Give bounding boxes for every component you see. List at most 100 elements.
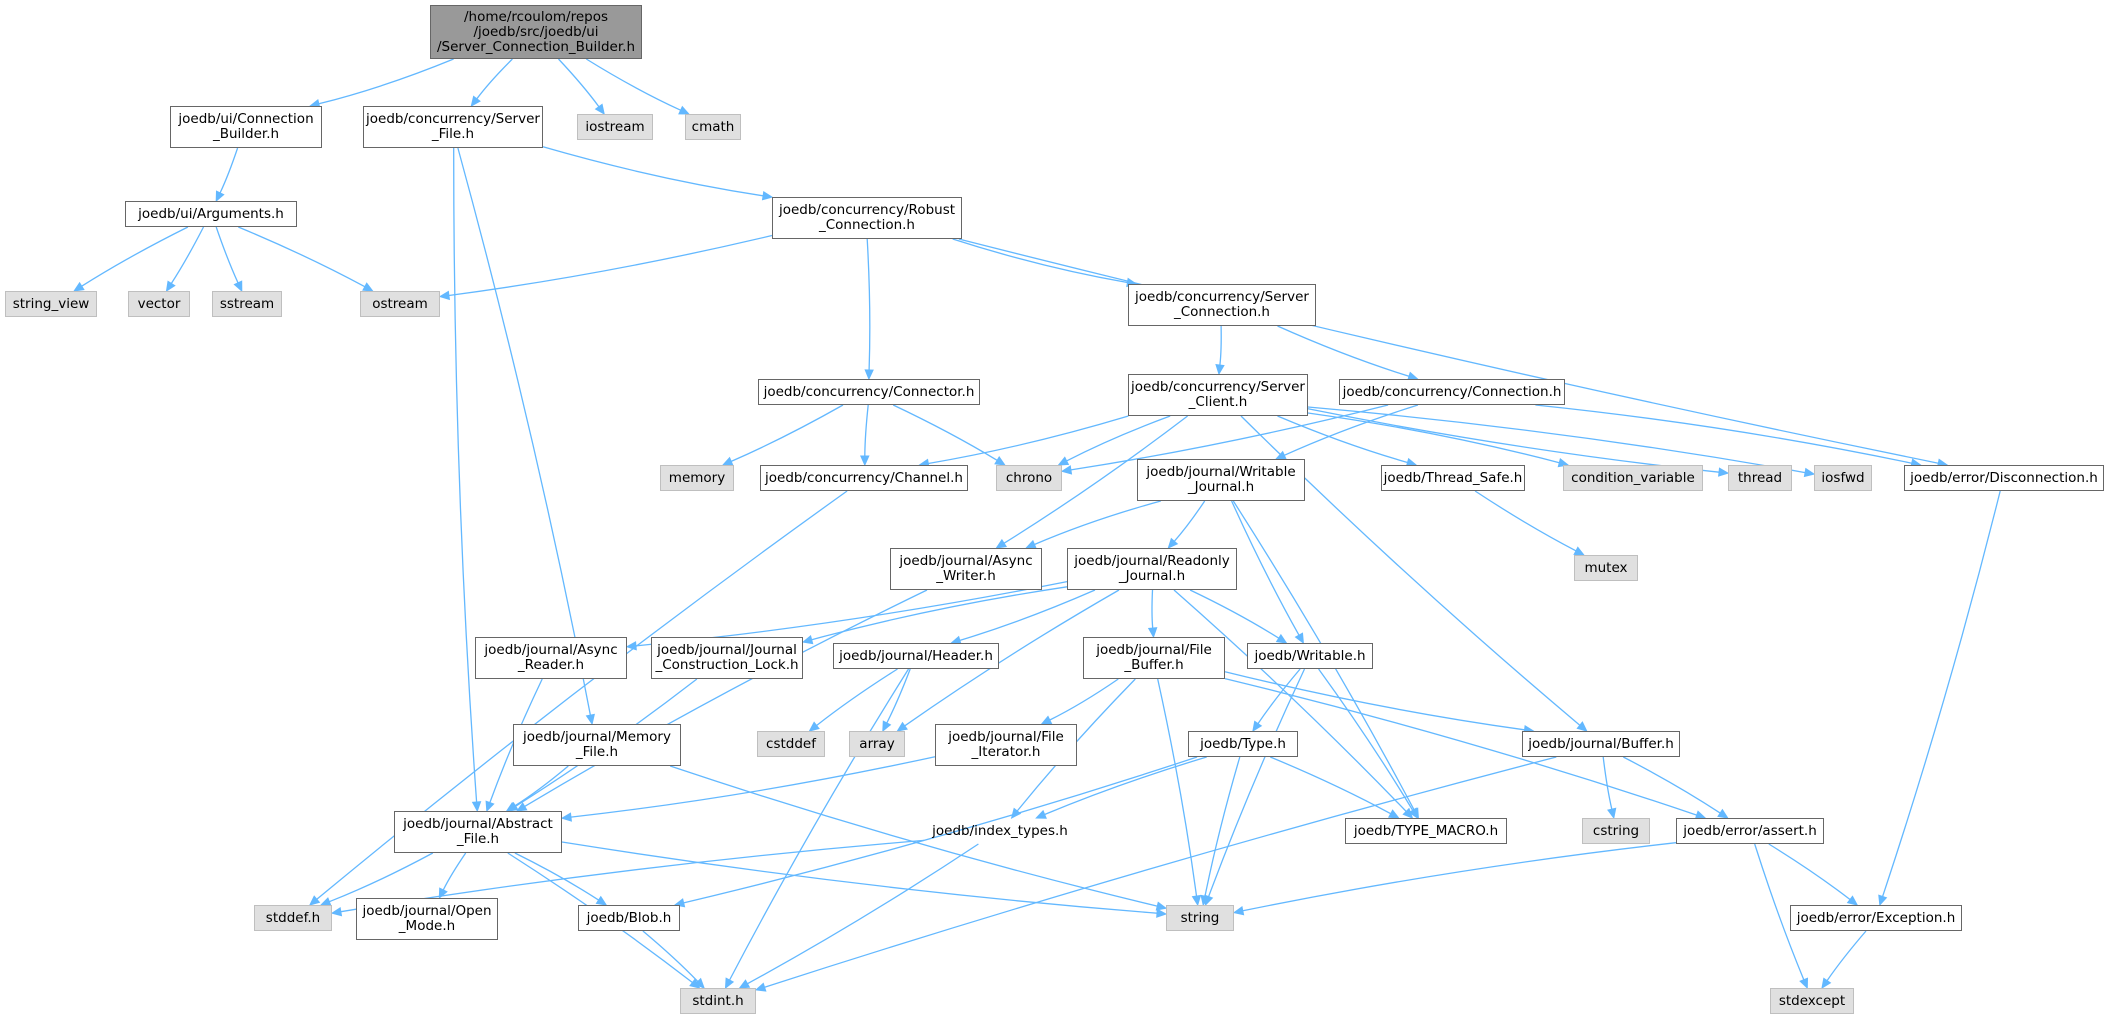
edge-concurrency-server-file-to-memory-file [457, 147, 592, 716]
edge-type-to-string [1204, 756, 1241, 897]
arrowhead-exception [1878, 894, 1888, 907]
node-writable-journal[interactable]: joedb/journal/Writable _Journal.h [1137, 459, 1305, 501]
edge-server-client-to-channel [928, 415, 1129, 465]
arrowhead-cstddef [808, 721, 820, 732]
edge-abstract-file-to-string [561, 841, 1158, 914]
node-connection[interactable]: joedb/concurrency/Connection.h [1339, 379, 1565, 405]
arrowhead-string [1200, 894, 1210, 907]
node-root[interactable]: /home/rcoulom/repos /joedb/src/joedb/ui … [430, 5, 642, 59]
edge-file-iterator-to-abstract-file [570, 756, 936, 818]
edge-root-to-ui-connection-builder [318, 58, 454, 105]
edge-writable-to-type [1257, 668, 1301, 724]
edge-robust-connection-to-disconnection [958, 238, 1939, 464]
node-buffer[interactable]: joedb/journal/Buffer.h [1522, 731, 1680, 757]
edge-buffer-to-stdint [764, 756, 1557, 988]
edge-readonly-journal-to-type-macro [1173, 589, 1407, 812]
node-async-writer[interactable]: joedb/journal/Async _Writer.h [890, 548, 1042, 590]
node-async-reader[interactable]: joedb/journal/Async _Reader.h [475, 637, 627, 679]
edge-memory-file-to-abstract-file [513, 765, 569, 807]
node-mutex: mutex [1574, 555, 1638, 581]
node-stddef: stddef.h [254, 905, 332, 931]
node-memory-file[interactable]: joedb/journal/Memory _File.h [513, 724, 681, 766]
edge-ui-arguments-to-vector [170, 226, 205, 284]
arrowhead-array [896, 721, 908, 732]
node-writable[interactable]: joedb/Writable.h [1247, 643, 1373, 669]
node-type-macro[interactable]: joedb/TYPE_MACRO.h [1345, 818, 1507, 844]
edge-buffer-to-cstring [1602, 756, 1613, 810]
node-open-mode[interactable]: joedb/journal/Open _Mode.h [356, 898, 498, 940]
node-header[interactable]: joedb/journal/Header.h [833, 643, 999, 669]
node-exception[interactable]: joedb/error/Exception.h [1790, 905, 1962, 931]
arrowhead-index-types [1035, 809, 1047, 819]
edge-ui-arguments-to-ostream [238, 226, 366, 288]
arrowhead-abstract-file [505, 801, 518, 812]
arrowhead-stdexcept [1821, 977, 1832, 990]
arrowhead-array [882, 720, 892, 733]
node-assert[interactable]: joedb/error/assert.h [1676, 818, 1824, 844]
node-server-connection[interactable]: joedb/concurrency/Server _Connection.h [1128, 284, 1316, 326]
arrowhead-stdint [738, 979, 751, 989]
edge-thread-safe-to-mutex [1474, 490, 1577, 552]
arrowhead-stdint [724, 977, 735, 990]
arrowhead-cmath [678, 105, 690, 115]
edge-blob-to-stdint [642, 930, 699, 982]
arrowhead-abstract-file [515, 802, 528, 812]
arrowhead-chrono [994, 455, 1006, 466]
edge-server-client-to-async-writer [1003, 415, 1188, 544]
arrowhead-stddef [308, 895, 321, 906]
node-stdint: stdint.h [680, 988, 756, 1014]
edge-connector-to-memory [730, 404, 844, 462]
node-readonly-journal[interactable]: joedb/journal/Readonly _Journal.h [1067, 548, 1237, 590]
edge-channel-to-stddef [316, 490, 848, 900]
edge-readonly-journal-to-file-buffer [1151, 589, 1154, 629]
node-concurrency-server-file[interactable]: joedb/concurrency/Server _File.h [363, 106, 543, 148]
edge-writable-journal-to-writable [1231, 500, 1300, 636]
arrowhead-robust-connection [761, 190, 774, 201]
arrowhead-connector [864, 369, 874, 381]
arrowhead-mutex [1573, 546, 1585, 556]
node-robust-connection[interactable]: joedb/concurrency/Robust _Connection.h [772, 197, 962, 239]
node-blob[interactable]: joedb/Blob.h [578, 905, 680, 931]
edge-header-to-stdint [729, 668, 910, 981]
node-ui-arguments[interactable]: joedb/ui/Arguments.h [125, 201, 297, 227]
arrowhead-file-buffer [1147, 627, 1158, 639]
node-journal-construction-lock[interactable]: joedb/journal/Journal _Construction_Lock… [651, 637, 803, 679]
arrowhead-type-macro [1387, 809, 1400, 819]
node-ui-connection-builder[interactable]: joedb/ui/Connection _Builder.h [170, 106, 322, 148]
arrowhead-iosfwd [1803, 467, 1816, 478]
edge-type-to-index-types [1044, 756, 1207, 816]
node-channel[interactable]: joedb/concurrency/Channel.h [760, 465, 968, 491]
node-disconnection[interactable]: joedb/error/Disconnection.h [1904, 465, 2104, 491]
node-index-types[interactable]: joedb/index_types.h [932, 822, 1068, 839]
node-thread: thread [1728, 465, 1792, 491]
edge-server-client-to-thread [1307, 408, 1720, 473]
arrowhead-channel [860, 455, 870, 467]
edge-server-connection-to-server-client [1219, 325, 1222, 366]
edge-writable-to-type-macro [1318, 668, 1414, 811]
arrowhead-string [1156, 908, 1168, 918]
node-stdexcept: stdexcept [1770, 988, 1854, 1014]
node-abstract-file[interactable]: joedb/journal/Abstract _File.h [394, 811, 562, 853]
arrowhead-blob [595, 895, 608, 906]
edge-readonly-journal-to-journal-construction-lock [811, 586, 1068, 641]
node-file-buffer[interactable]: joedb/journal/File _Buffer.h [1083, 637, 1225, 679]
arrowhead-file-iterator [1040, 715, 1053, 725]
arrowhead-async-writer [1025, 539, 1037, 549]
node-chrono: chrono [996, 465, 1062, 491]
node-memory: memory [660, 465, 734, 491]
node-iostream: iostream [577, 114, 653, 140]
node-type[interactable]: joedb/Type.h [1188, 731, 1298, 757]
edge-writable-to-string [1207, 668, 1306, 897]
edge-abstract-file-to-blob [514, 852, 599, 901]
node-server-client[interactable]: joedb/concurrency/Server _Client.h [1128, 374, 1308, 416]
node-file-iterator[interactable]: joedb/journal/File _Iterator.h [935, 724, 1077, 766]
edge-concurrency-server-file-to-abstract-file [453, 147, 478, 803]
arrowhead-string-view [73, 281, 85, 292]
edge-ui-connection-builder-to-ui-arguments [219, 147, 239, 194]
arrowhead-readonly-journal [1167, 537, 1179, 549]
edge-server-client-to-thread-safe [1277, 415, 1408, 464]
edge-header-to-cstddef [816, 668, 898, 727]
node-connector[interactable]: joedb/concurrency/Connector.h [758, 379, 980, 405]
node-thread-safe[interactable]: joedb/Thread_Safe.h [1381, 465, 1525, 491]
